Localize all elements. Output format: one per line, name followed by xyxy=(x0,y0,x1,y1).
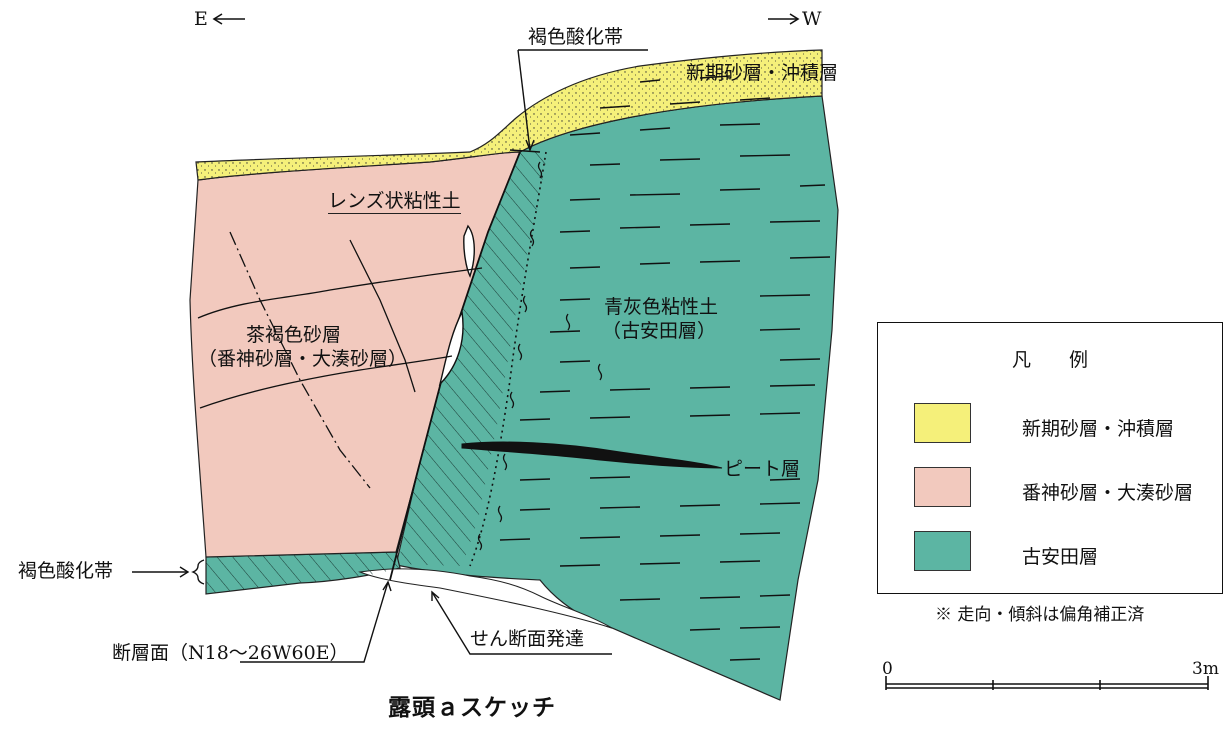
west-arrow xyxy=(768,13,800,25)
peat-lens xyxy=(461,441,723,469)
scale-start-label: 0 xyxy=(882,659,893,679)
oxidation-left-label: 褐色酸化帯 xyxy=(18,560,114,582)
lens-clay xyxy=(463,224,475,278)
legend-label: 古安田層 xyxy=(1022,546,1099,568)
oxidation-top-pointer xyxy=(509,49,541,153)
legend-swatch-teal xyxy=(914,531,971,571)
legend-swatch-yellow xyxy=(914,403,971,443)
scale-end-label: 3m xyxy=(1192,659,1219,679)
legend-title: 凡例 xyxy=(1011,349,1126,371)
east-label: E xyxy=(194,8,208,30)
scale-bar xyxy=(885,676,1209,690)
shear-squiggles xyxy=(477,161,603,551)
blue-clay-label-2: （古安田層） xyxy=(602,320,717,342)
shinki-layer-label: 新期砂層・沖積層 xyxy=(686,62,839,84)
lens-clay-label: レンズ状粘性土 xyxy=(328,190,461,214)
blue-clay-label-1: 青灰色粘性土 xyxy=(604,296,719,318)
fault-plane-label: 断層面（N18～26W60E） xyxy=(112,642,349,664)
peat-label: ピート層 xyxy=(724,458,801,480)
shear-plane-pointer xyxy=(431,590,612,655)
fault-zone xyxy=(398,152,548,566)
shear-plane-label: せん断面発達 xyxy=(470,628,585,650)
legend-swatch-pink xyxy=(914,467,971,507)
legend: 凡例 新期砂層・沖積層 番神砂層・大湊砂層 古安田層 xyxy=(877,322,1223,594)
legend-label: 新期砂層・沖積層 xyxy=(1022,418,1175,440)
oxidation-top-label: 褐色酸化帯 xyxy=(528,26,624,48)
declination-note: ※ 走向・傾斜は偏角補正済 xyxy=(935,605,1145,625)
clay-texture xyxy=(499,75,831,661)
figure-caption: 露頭ａスケッチ xyxy=(388,695,556,721)
fault-plane-pointer xyxy=(240,580,392,663)
shear-gap xyxy=(358,568,613,629)
east-arrow xyxy=(212,13,245,25)
legend-label: 番神砂層・大湊砂層 xyxy=(1022,482,1194,504)
brown-sand-label-1: 茶褐色砂層 xyxy=(246,324,342,346)
lens-clay-lower xyxy=(438,309,464,387)
west-label: W xyxy=(802,8,822,30)
sand-joints xyxy=(197,231,483,489)
oxidation-left-pointer xyxy=(132,559,205,585)
brown-sand-label-2: （番神砂層・大湊砂層） xyxy=(198,348,408,370)
